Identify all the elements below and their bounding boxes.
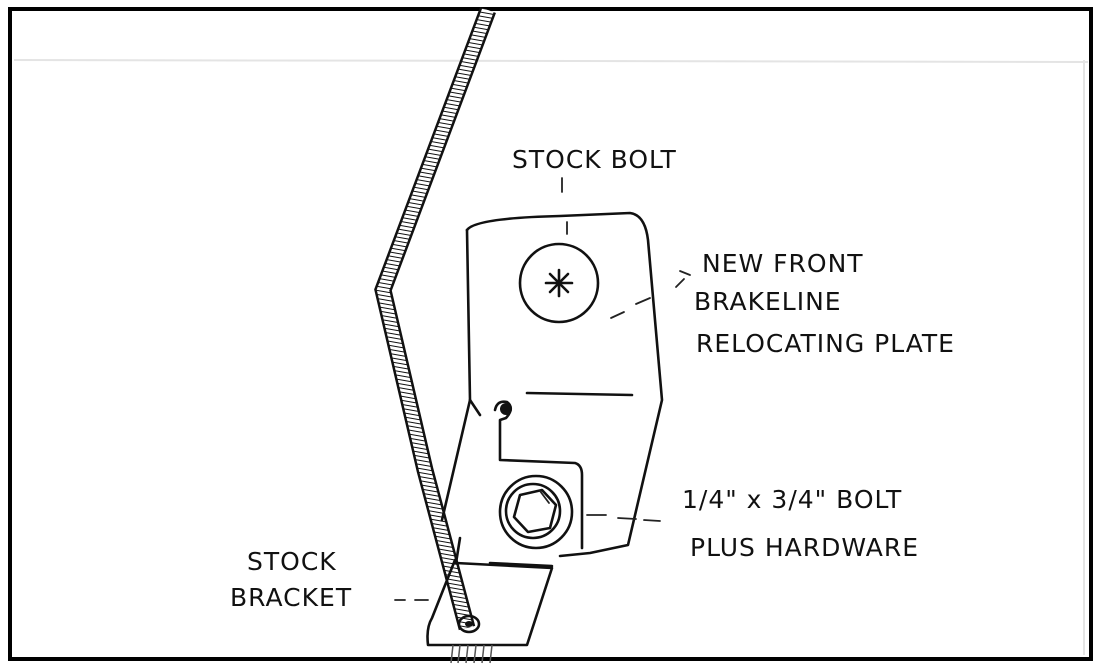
bolt-label-line1: 1/4" x 3/4" BOLT <box>682 485 902 514</box>
plate-label-line3: RELOCATING PLATE <box>696 329 955 358</box>
bracket-label-line1: STOCK <box>247 547 337 576</box>
quarter-inch-bolt <box>500 476 572 548</box>
relocating-plate <box>442 213 662 556</box>
bolt-label-line2: PLUS HARDWARE <box>690 533 919 562</box>
brake-line <box>383 10 488 628</box>
stock-bolt-mark <box>546 270 572 296</box>
plate-label-line1: NEW FRONT <box>702 249 864 278</box>
stock-bolt-label: STOCK BOLT <box>512 145 677 174</box>
plate-label-line2: BRAKELINE <box>694 287 842 316</box>
bracket-label-line2: BRACKET <box>230 583 352 612</box>
